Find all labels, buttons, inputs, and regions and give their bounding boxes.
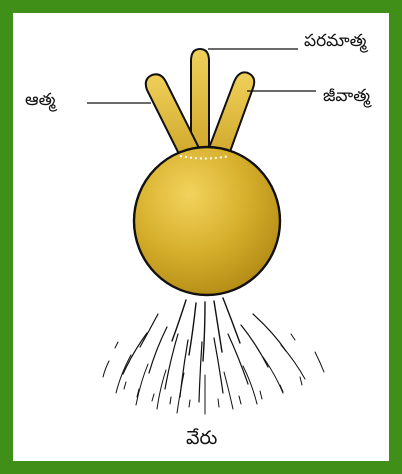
label-paramatma: పరమాత్మ xyxy=(304,33,366,50)
label-atma: ఆత్మ xyxy=(25,92,55,109)
label-veeru: వేరు xyxy=(186,429,217,448)
root-cluster xyxy=(103,298,324,414)
label-jivatma: జీవాత్మ xyxy=(323,88,370,105)
bulb xyxy=(134,147,280,295)
